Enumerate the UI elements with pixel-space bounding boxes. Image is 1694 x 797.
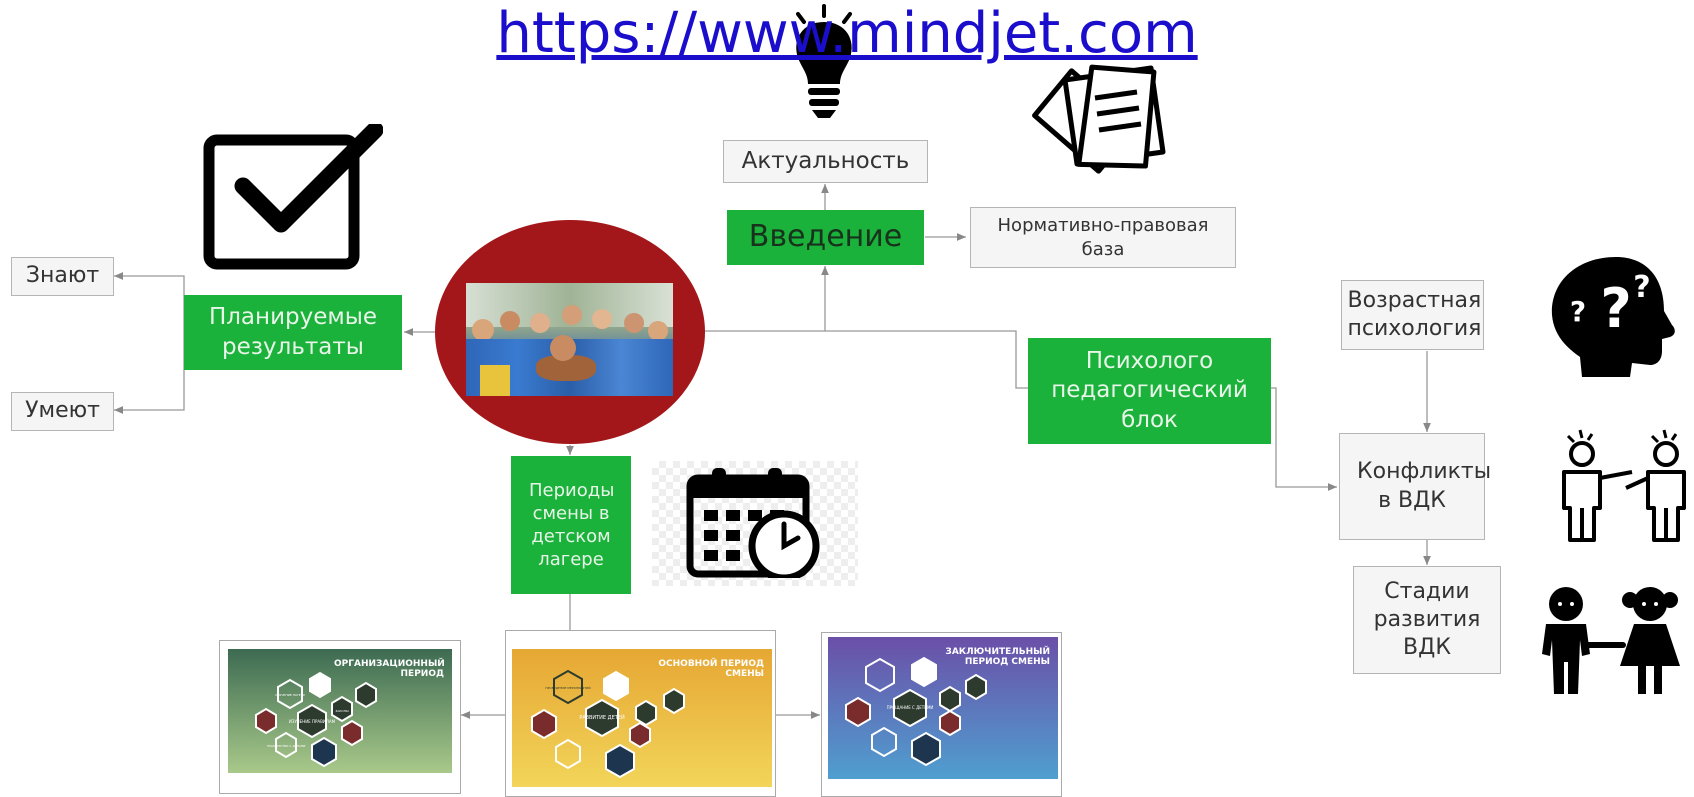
svg-text:?: ?	[1600, 277, 1631, 340]
node-legal-base-label: Нормативно-правовая база	[997, 215, 1209, 260]
camp-children-photo	[466, 283, 673, 396]
hex-label-develop-children: РАЗВИТИЕ ДЕТЕЙ	[579, 714, 625, 721]
line-center-intro	[705, 266, 829, 332]
node-psych-block[interactable]: Психолого педагогический блок	[1028, 338, 1271, 444]
node-intro[interactable]: Введение	[727, 210, 924, 265]
node-psych-block-label: Психолого педагогический блок	[1051, 347, 1248, 433]
hex-label-study-camp: ИЗУЧЕНИЕ ЛАГЕРЯ	[275, 693, 304, 697]
final-hexagons: ПРОЩАНИЕ С ДЕТЬМИ	[845, 656, 987, 767]
children-holding-hands-icon	[1542, 587, 1680, 694]
thumbnail-organizational-period[interactable]: ОРГАНИЗАЦИОННЫЙ ПЕРИОД ИЗУЧЕНИЕ ПРАВИЛАМ…	[219, 640, 461, 794]
node-conflicts-label: Конфликты в ВДК	[1357, 459, 1492, 513]
node-stages-label: Стадии развития ВДК	[1373, 578, 1481, 661]
main-hexagons: РАЗВИТИЕ ДЕТЕЙ ПРОВЕДЕНИЕ МЕРОПРИЯТИЙ	[531, 669, 685, 779]
node-age-psychology-label: Возрастная психология	[1347, 287, 1482, 341]
node-planned-results-label: Планируемые результаты	[208, 304, 378, 360]
thumbnail-org-title: ОРГАНИЗАЦИОННЫЙ ПЕРИОД	[334, 659, 445, 680]
conflict-people-icon	[1562, 429, 1686, 542]
thumbnail-org-bg: ОРГАНИЗАЦИОННЫЙ ПЕРИОД ИЗУЧЕНИЕ ПРАВИЛАМ…	[228, 649, 452, 773]
node-stages[interactable]: Стадии развития ВДК	[1353, 566, 1501, 674]
thumbnail-main-bg: ОСНОВНОЙ ПЕРИОД СМЕНЫ РАЗВИТИЕ ДЕТЕЙ ПРО…	[512, 649, 772, 787]
svg-text:?: ?	[1633, 270, 1650, 305]
hex-label-laws: ЗАКОНЫ	[335, 709, 349, 713]
hex-label-meet-children: ЗНАКОМСТВО С ДЕТЬМИ	[267, 744, 306, 748]
thumbnail-main-period[interactable]: ОСНОВНОЙ ПЕРИОД СМЕНЫ РАЗВИТИЕ ДЕТЕЙ ПРО…	[505, 630, 776, 797]
node-periods-label: Периоды смены в детском лагере	[529, 479, 615, 571]
node-know[interactable]: Знают	[11, 257, 114, 296]
hex-label-events: ПРОВЕДЕНИЕ МЕРОПРИЯТИЙ	[545, 685, 590, 690]
line-planned-can	[114, 332, 185, 414]
node-relevance[interactable]: Актуальность	[723, 140, 928, 183]
documents-icon	[1032, 64, 1166, 174]
hex-label-farewell: ПРОЩАНИЕ С ДЕТЬМИ	[887, 705, 934, 710]
thumbnail-final-bg: ЗАКЛЮЧИТЕЛЬНЫЙ ПЕРИОД СМЕНЫ ПРОЩАНИЕ С Д…	[828, 637, 1058, 779]
calendar-clock-icon	[686, 468, 820, 578]
node-age-psychology[interactable]: Возрастная психология	[1341, 280, 1484, 350]
node-can[interactable]: Умеют	[11, 392, 114, 431]
org-hexagons: ИЗУЧЕНИЕ ПРАВИЛАМ ИЗУЧЕНИЕ ЛАГЕРЯ ЗНАКОМ…	[255, 671, 377, 768]
hex-label-study-rules: ИЗУЧЕНИЕ ПРАВИЛАМ	[289, 719, 336, 724]
line-center-psych	[825, 330, 1028, 389]
line-planned-know	[114, 272, 185, 332]
node-periods[interactable]: Периоды смены в детском лагере	[511, 456, 631, 594]
thumbnail-final-period[interactable]: ЗАКЛЮЧИТЕЛЬНЫЙ ПЕРИОД СМЕНЫ ПРОЩАНИЕ С Д…	[821, 632, 1062, 797]
head-question-icon: ? ? ?	[1551, 257, 1675, 377]
thumbnail-main-title: ОСНОВНОЙ ПЕРИОД СМЕНЫ	[658, 659, 764, 680]
node-legal-base[interactable]: Нормативно-правовая база	[970, 207, 1236, 268]
light-bulb-icon	[796, 4, 852, 118]
mindjet-url-link[interactable]: https://www.mindjet.com	[496, 1, 1198, 66]
svg-text:?: ?	[1570, 295, 1586, 328]
node-conflicts[interactable]: Конфликты в ВДК	[1339, 433, 1492, 540]
thumbnail-final-title: ЗАКЛЮЧИТЕЛЬНЫЙ ПЕРИОД СМЕНЫ	[945, 647, 1050, 668]
checkbox-check-icon	[203, 124, 383, 270]
node-planned-results[interactable]: Планируемые результаты	[184, 295, 402, 370]
